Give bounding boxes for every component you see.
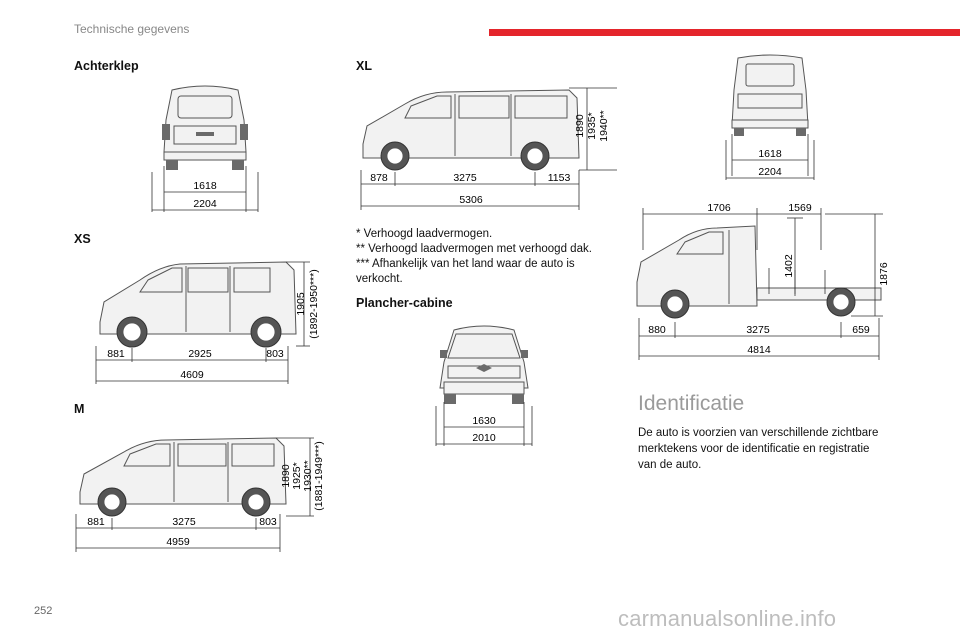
chassis-cab-side-view-diagram: 1706 1569 1402 1876 880 3275 659 4814 xyxy=(636,202,890,360)
xl-wheelbase: 3275 xyxy=(453,172,477,184)
van-rear-illustration xyxy=(162,85,248,170)
m-side-view-diagram: 881 3275 803 4959 1890 1925* 1930** (188… xyxy=(75,437,325,552)
chassis-total-height: 1876 xyxy=(878,262,890,286)
m-height-3: 1930** xyxy=(302,460,314,492)
achterklep-width-total: 2204 xyxy=(193,198,217,210)
van-side-illustration xyxy=(99,261,297,348)
achterklep-rear-view-diagram: 1618 2204 xyxy=(151,85,259,212)
page-number: 252 xyxy=(34,605,53,617)
cabine-rear-width-total: 2204 xyxy=(758,166,782,178)
chassis-cab-illustration xyxy=(636,225,882,319)
identificatie-body: De auto is voorzien van verschillende zi… xyxy=(638,425,898,473)
chassis-platform-height: 1402 xyxy=(783,254,795,278)
xl-side-view-diagram: 878 3275 1153 5306 1890 1935* 1940** xyxy=(360,87,617,210)
plancher-front-view-diagram: 1630 2010 xyxy=(435,325,533,446)
identificatie-title: Identificatie xyxy=(638,392,745,415)
plancher-width-total: 2010 xyxy=(472,432,496,444)
watermark: carmanualsonline.info xyxy=(618,606,837,631)
xl-front-overhang: 878 xyxy=(370,172,388,184)
achterklep-width-inner: 1618 xyxy=(193,180,217,192)
xs-height-2: (1892-1950***) xyxy=(308,269,320,338)
xl-title: XL xyxy=(356,59,372,73)
m-height-4: (1881-1949***) xyxy=(313,441,325,510)
cabin-rear-illustration xyxy=(731,54,809,136)
footnotes: * Verhoogd laadvermogen. ** Verhoogd laa… xyxy=(356,227,626,287)
xl-rear-overhang: 1153 xyxy=(548,172,571,184)
xl-height-1: 1890 xyxy=(574,114,586,138)
plancher-cabine-title: Plancher-cabine xyxy=(356,296,453,310)
xl-height-3: 1940** xyxy=(598,110,610,142)
van-front-illustration xyxy=(439,325,529,404)
xs-side-view-diagram: 881 2925 803 4609 1905 (1892-1950***) xyxy=(95,261,320,384)
m-rear-overhang: 803 xyxy=(259,516,277,528)
plancher-width-inner: 1630 xyxy=(472,415,496,427)
footnote-3b: verkocht. xyxy=(356,273,403,285)
van-side-illustration xyxy=(362,89,580,171)
xs-height-1: 1905 xyxy=(295,292,307,316)
footnote-2: ** Verhoogd laadvermogen met verhoogd da… xyxy=(356,243,592,255)
identificatie-line-2: merktekens voor de identificatie en regi… xyxy=(638,443,870,455)
chassis-length: 4814 xyxy=(747,344,771,356)
m-title: M xyxy=(74,402,85,416)
m-length: 4959 xyxy=(166,536,190,548)
xs-length: 4609 xyxy=(180,369,204,381)
achterklep-title: Achterklep xyxy=(74,59,139,73)
xs-front-overhang: 881 xyxy=(107,348,125,360)
footnote-3a: *** Afhankelijk van het land waar de aut… xyxy=(356,258,575,270)
xl-length: 5306 xyxy=(459,194,483,206)
chassis-front-overhang: 880 xyxy=(648,324,666,336)
chassis-cab-length: 1706 xyxy=(707,202,731,214)
xs-title: XS xyxy=(74,232,91,246)
chassis-platform-length: 1569 xyxy=(788,202,812,214)
header-accent-bar xyxy=(489,29,960,36)
m-height-1: 1890 xyxy=(280,464,292,488)
xs-rear-overhang: 803 xyxy=(266,348,284,360)
identificatie-line-1: De auto is voorzien van verschillende zi… xyxy=(638,427,879,439)
cabine-rear-view-diagram: 1618 2204 xyxy=(725,54,815,180)
chassis-rear-overhang: 659 xyxy=(852,324,870,336)
footnote-1: * Verhoogd laadvermogen. xyxy=(356,228,493,240)
m-height-2: 1925* xyxy=(291,462,303,489)
chassis-wheelbase: 3275 xyxy=(746,324,770,336)
m-front-overhang: 881 xyxy=(87,516,105,528)
section-header: Technische gegevens xyxy=(74,22,190,36)
van-side-illustration xyxy=(79,437,287,517)
xs-wheelbase: 2925 xyxy=(188,348,212,360)
cabine-rear-width-inner: 1618 xyxy=(758,148,782,160)
m-wheelbase: 3275 xyxy=(172,516,196,528)
xl-height-2: 1935* xyxy=(586,112,598,139)
identificatie-line-3: van de auto. xyxy=(638,459,702,471)
